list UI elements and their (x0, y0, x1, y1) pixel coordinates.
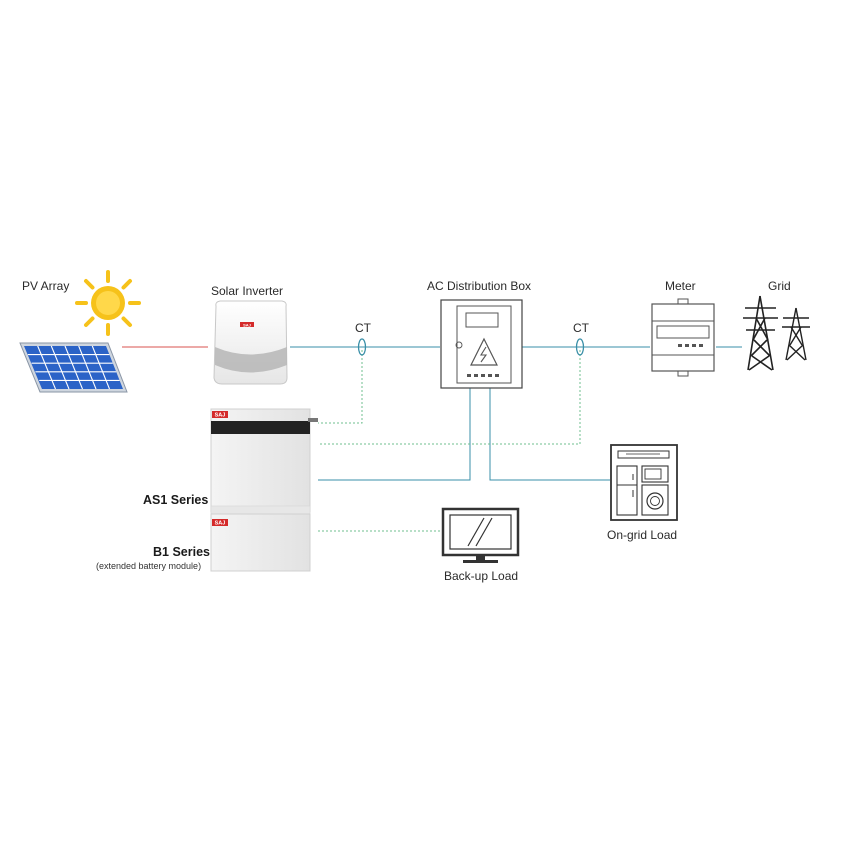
solar-panel-icon (19, 342, 128, 393)
monitor-icon (441, 507, 520, 563)
appliances-icon (610, 444, 678, 521)
grid-label: Grid (768, 279, 791, 293)
backup-load-label: Back-up Load (444, 569, 519, 583)
solar-inverter-icon: SAJ (213, 300, 288, 385)
ct-left-label: CT (355, 321, 371, 335)
ac-distribution-box-label: AC Distribution Box (427, 279, 532, 293)
ac-distribution-box-icon (440, 299, 523, 389)
ct-right-comm-line (318, 350, 581, 445)
ac-line-box-ongrid (489, 388, 610, 481)
as1-battery-icon: SAJ (210, 408, 318, 515)
b1-series-note: (extended battery module) (96, 561, 202, 571)
solar-inverter-label: Solar Inverter (211, 284, 284, 298)
ct-right-label: CT (573, 321, 589, 335)
ct-left-comm-line (318, 350, 363, 424)
grid-tower-icon (743, 295, 778, 371)
b1-series-label: B1 Series (153, 545, 210, 559)
as1-series-label: AS1 Series (143, 493, 209, 507)
ct-right-icon (575, 338, 585, 356)
battery-logo: SAJ (215, 413, 226, 419)
connection-lines (122, 346, 742, 532)
grid-tower-small-icon (782, 307, 810, 361)
ac-line-battery-box (318, 388, 471, 481)
b1-battery-module-icon: SAJ (210, 513, 311, 572)
meter-label: Meter (665, 279, 696, 293)
ct-left-icon (357, 338, 367, 356)
module-logo: SAJ (215, 521, 226, 527)
meter-icon (651, 298, 715, 377)
pv-array-label: PV Array (22, 279, 70, 293)
sun-icon (75, 270, 141, 336)
ongrid-load-label: On-grid Load (607, 528, 678, 542)
inverter-logo: SAJ (243, 322, 251, 327)
